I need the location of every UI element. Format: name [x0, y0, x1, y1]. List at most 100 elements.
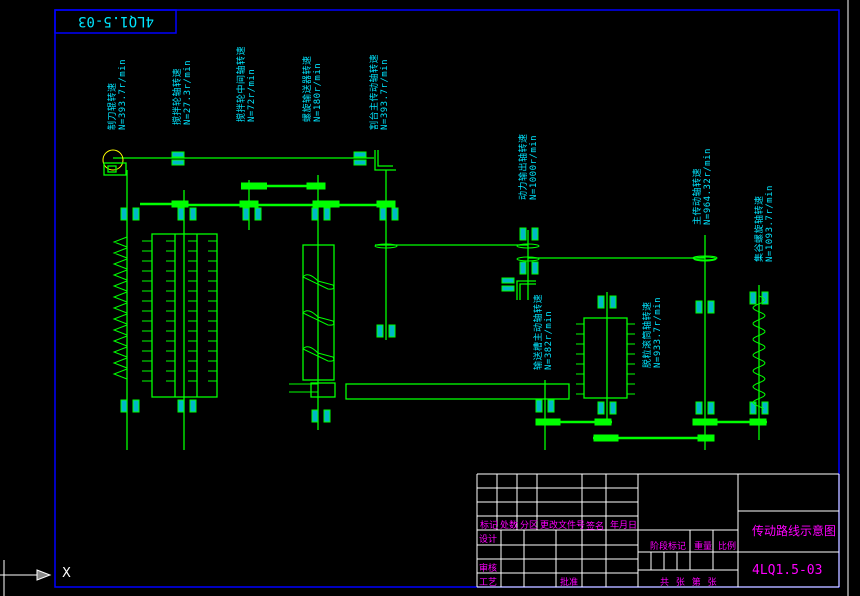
bearing-icon — [177, 399, 185, 413]
bearing-icon — [189, 207, 197, 221]
bearing-icon — [353, 151, 367, 158]
auger-flight — [302, 274, 335, 290]
bearing-icon — [501, 285, 515, 292]
bearing-icon — [388, 324, 396, 338]
gear-bar — [241, 182, 267, 190]
bearing-icon — [120, 207, 128, 221]
shaft-label-name: 制刀辊转速 — [108, 82, 118, 130]
bearing-icon — [519, 261, 527, 275]
ucs-icon — [0, 560, 52, 596]
tb-review: 审核 — [479, 564, 498, 574]
shaft-label-speed: N=964.32r/min — [703, 148, 713, 225]
tb-approve: 批准 — [560, 578, 579, 588]
tb-header-zone: 分区 — [520, 521, 539, 531]
cutter-teeth — [112, 236, 128, 380]
tb-header-mark: 标记 — [480, 521, 499, 531]
bearing-icon — [391, 207, 399, 221]
bearing-icon — [761, 291, 769, 305]
tb-process: 工艺 — [479, 578, 498, 588]
pulley-icon — [102, 149, 124, 171]
shaft-label-name: 搅拌轮中间轴转速 — [237, 45, 247, 122]
title-block-grid — [476, 473, 840, 588]
gear-bar — [171, 200, 189, 208]
bearing-icon — [311, 409, 319, 423]
gear-bar — [312, 200, 340, 208]
gear-bar — [594, 418, 612, 426]
bearing-icon — [171, 151, 185, 158]
tb-drawing-title: 传动路线示意图 — [752, 524, 837, 538]
tb-header-date: 年月日 — [610, 521, 638, 531]
shaft-label-name: 割台主传动轴转速 — [370, 53, 380, 130]
ucs-x-label: X — [62, 566, 71, 581]
shaft-label-speed: N=393.7r/min — [380, 58, 390, 130]
bearing-icon — [695, 300, 703, 314]
bearing-icon — [311, 207, 319, 221]
bearing-icon — [323, 409, 331, 423]
thresher-drum — [583, 317, 628, 399]
tb-sheets: 共 张 第 张 — [660, 578, 717, 588]
pulley-hub — [107, 165, 117, 173]
tb-header-signature: 签名 — [586, 522, 605, 532]
auger-flight — [302, 346, 335, 362]
bearing-icon — [379, 207, 387, 221]
shaft-label-speed: N=27.3r/min — [183, 59, 193, 125]
gear-bar — [376, 200, 396, 208]
shaft-label-speed: N=1000r/min — [529, 134, 539, 200]
bevel-gear — [516, 280, 536, 300]
bearing-icon — [132, 399, 140, 413]
bearing-icon — [171, 159, 185, 166]
bearing-icon — [376, 324, 384, 338]
gear-bar — [535, 418, 561, 426]
bevel-gear — [377, 150, 393, 167]
universal-joint — [374, 243, 398, 249]
tb-header-count: 处数 — [500, 521, 519, 531]
tb-stage-mark: 阶段标记 — [650, 542, 687, 552]
bearing-icon — [535, 399, 543, 413]
bearing-icon — [609, 401, 617, 415]
shaft-label-name: 主传动轴转速 — [693, 167, 703, 225]
grain-auger-spiral — [752, 295, 766, 410]
tb-header-change-doc: 更改文件号 — [540, 521, 586, 531]
shaft-label-name: 集谷螺旋轴转速 — [755, 195, 765, 262]
auger-flight — [302, 310, 335, 326]
bevel-gear — [519, 283, 536, 300]
shaft-label-name: 输送槽主动轴转速 — [534, 293, 544, 370]
gear-bar — [692, 418, 718, 426]
shaft-label-speed: N=393.7r/min — [118, 58, 128, 130]
code-box — [54, 9, 177, 34]
bearing-icon — [353, 159, 367, 166]
gear-bar — [239, 200, 259, 208]
bevel-gear — [374, 150, 396, 171]
bearing-icon — [132, 207, 140, 221]
tb-weight: 重量 — [694, 542, 713, 552]
shaft-label-speed: N=180r/min — [313, 62, 323, 122]
bearing-icon — [519, 227, 527, 241]
tb-drawing-number: 4LQ1.5-03 — [752, 563, 823, 578]
universal-joint — [516, 243, 540, 249]
bearing-icon — [531, 227, 539, 241]
bearing-icon — [695, 401, 703, 415]
bearing-icon — [707, 300, 715, 314]
bearing-icon — [323, 207, 331, 221]
bearing-icon — [501, 277, 515, 284]
bearing-icon — [547, 399, 555, 413]
mechanism-lines — [102, 149, 769, 450]
bearing-icon — [707, 401, 715, 415]
auger-coupling — [310, 382, 336, 398]
bearing-icon — [597, 401, 605, 415]
gear-bar — [306, 182, 326, 190]
bearing-icon — [120, 399, 128, 413]
shaft-label-name: 动力输出轴转速 — [519, 133, 529, 200]
shaft-label-speed: N=933.7r/min — [653, 296, 663, 368]
shaft-label-name: 搅拌轮轴转速 — [173, 67, 183, 125]
pulley-housing — [103, 162, 127, 176]
shaft-label-speed: N=1093.7r/min — [765, 185, 775, 262]
gear-bar — [749, 418, 767, 426]
tb-scale: 比例 — [718, 542, 737, 552]
mirrored-drawing-code: 4LQ1.5-03 — [78, 13, 154, 29]
bearing-icon — [254, 207, 262, 221]
bearing-icon — [749, 291, 757, 305]
bearing-icon — [189, 399, 197, 413]
shaft-label-speed: N=382r/min — [544, 310, 554, 370]
